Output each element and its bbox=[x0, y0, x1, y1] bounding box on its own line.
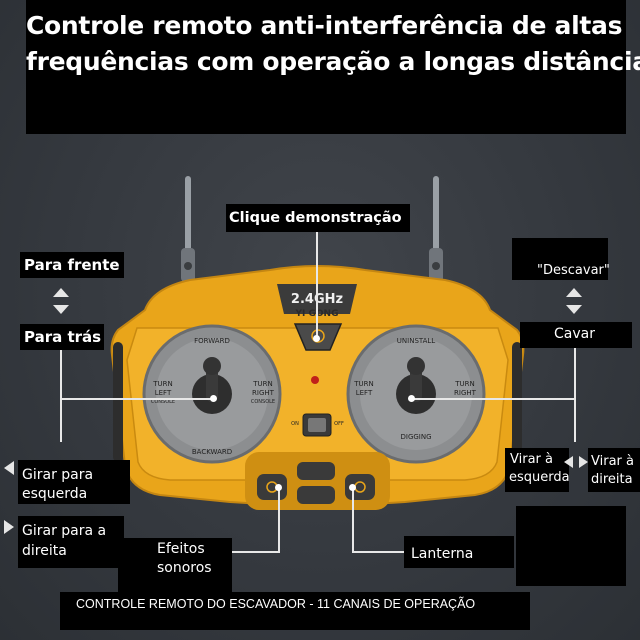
left-dial-right-2: RIGHT bbox=[252, 389, 275, 397]
right-arrow-rotate bbox=[4, 520, 14, 534]
left-dial-left-sub: CONSOLE bbox=[151, 399, 175, 405]
leader-light-vertical bbox=[352, 488, 354, 552]
leader-left-vertical bbox=[60, 346, 62, 442]
label-bg-dig bbox=[520, 322, 632, 348]
callout-sound-1: Efeitos bbox=[157, 541, 205, 557]
label-bg-sound bbox=[118, 538, 232, 592]
callout-rotate-right-2: direita bbox=[22, 543, 67, 559]
label-bg-click-demo bbox=[226, 204, 410, 232]
left-dial bbox=[142, 324, 282, 464]
footer-caption: CONTROLE REMOTO DO ESCAVADOR - 11 CANAIS… bbox=[76, 597, 476, 611]
callout-turn-right-2: direita bbox=[591, 472, 633, 487]
center-button-top bbox=[297, 462, 335, 480]
center-button-bottom bbox=[297, 486, 335, 504]
right-dial-left-1: TURN bbox=[353, 380, 374, 388]
up-down-arrows-right bbox=[566, 288, 582, 314]
callout-click-demo: Clique demonstração bbox=[229, 210, 402, 226]
left-arrow-rotate bbox=[4, 461, 14, 475]
label-bg-rotate-right bbox=[18, 516, 124, 568]
leader-sound-vertical bbox=[278, 488, 280, 552]
callout-turn-right-1: Virar à bbox=[591, 454, 634, 469]
callout-light: Lanterna bbox=[411, 546, 474, 562]
callout-turn-left-2: esquerda bbox=[509, 470, 570, 485]
left-right-arrows bbox=[564, 456, 588, 468]
callout-dig: Cavar bbox=[554, 326, 595, 342]
label-bg-rotate-left bbox=[18, 460, 130, 504]
left-dial-left-2: LEFT bbox=[155, 389, 172, 397]
left-grip bbox=[113, 342, 123, 462]
remote-controller: 2.4GHz YI GONG FORWARD BACKWARD TURN LEF… bbox=[110, 176, 525, 510]
label-bg-forward bbox=[20, 252, 124, 278]
callout-sound-2: sonoros bbox=[157, 560, 212, 576]
left-dial-right-1: TURN bbox=[252, 380, 273, 388]
right-grip bbox=[512, 342, 522, 462]
right-dial-bottom: DIGGING bbox=[400, 433, 431, 441]
callout-backward: Para trás bbox=[24, 328, 102, 346]
sound-button bbox=[257, 474, 287, 500]
leader-sound-horizontal bbox=[232, 551, 280, 553]
power-led bbox=[311, 376, 319, 384]
callout-rotate-right-1: Girar para a bbox=[22, 523, 107, 539]
leader-dot-click-demo bbox=[313, 335, 320, 342]
headline-line-1: Controle remoto anti-interferência de al… bbox=[26, 11, 623, 40]
callout-dig-out: "Descavar" bbox=[537, 263, 610, 278]
left-antenna bbox=[181, 176, 195, 282]
right-dial-left-2: LEFT bbox=[356, 389, 373, 397]
headline: Controle remoto anti-interferência de al… bbox=[26, 8, 640, 80]
leader-dot-right-stick bbox=[408, 395, 415, 402]
right-antenna bbox=[429, 176, 443, 282]
switch-off-label: OFF bbox=[334, 421, 344, 427]
leader-right-horizontal bbox=[412, 398, 576, 400]
leader-dot-left-stick bbox=[210, 395, 217, 402]
leader-left-horizontal bbox=[60, 398, 215, 400]
label-bg-corner-right bbox=[516, 506, 626, 586]
switch-on-label: ON bbox=[291, 421, 299, 427]
label-bg-footer bbox=[60, 592, 530, 630]
right-dial-top: UNINSTALL bbox=[397, 337, 436, 345]
leader-dot-light bbox=[349, 484, 356, 491]
up-down-arrows-left bbox=[53, 288, 69, 314]
callout-forward: Para frente bbox=[24, 256, 120, 274]
label-bg-light bbox=[404, 536, 514, 568]
label-bg-dig-out bbox=[512, 238, 608, 280]
left-dial-right-sub: CONSOLE bbox=[251, 399, 275, 405]
headline-line-2: frequências com operação a longas distân… bbox=[26, 47, 640, 76]
label-bg-backward bbox=[20, 324, 104, 350]
leader-light-horizontal bbox=[352, 551, 404, 553]
headline-backdrop bbox=[26, 0, 626, 134]
callout-rotate-left-1: Girar para bbox=[22, 467, 94, 483]
callout-turn-left-1: Virar à bbox=[510, 452, 553, 467]
leader-right-vertical bbox=[574, 346, 576, 442]
right-dial-right-1: TURN bbox=[454, 380, 475, 388]
label-bg-turn-left bbox=[505, 448, 569, 492]
callout-rotate-left-2: esquerda bbox=[22, 486, 88, 502]
right-dial-right-2: RIGHT bbox=[454, 389, 477, 397]
leader-dot-sound bbox=[275, 484, 282, 491]
left-dial-left-1: TURN bbox=[152, 380, 173, 388]
left-dial-bottom: BACKWARD bbox=[192, 448, 232, 456]
right-dial bbox=[346, 324, 486, 464]
left-dial-top: FORWARD bbox=[194, 337, 230, 345]
label-bg-turn-right bbox=[588, 448, 640, 492]
leader-click-demo bbox=[316, 232, 318, 340]
